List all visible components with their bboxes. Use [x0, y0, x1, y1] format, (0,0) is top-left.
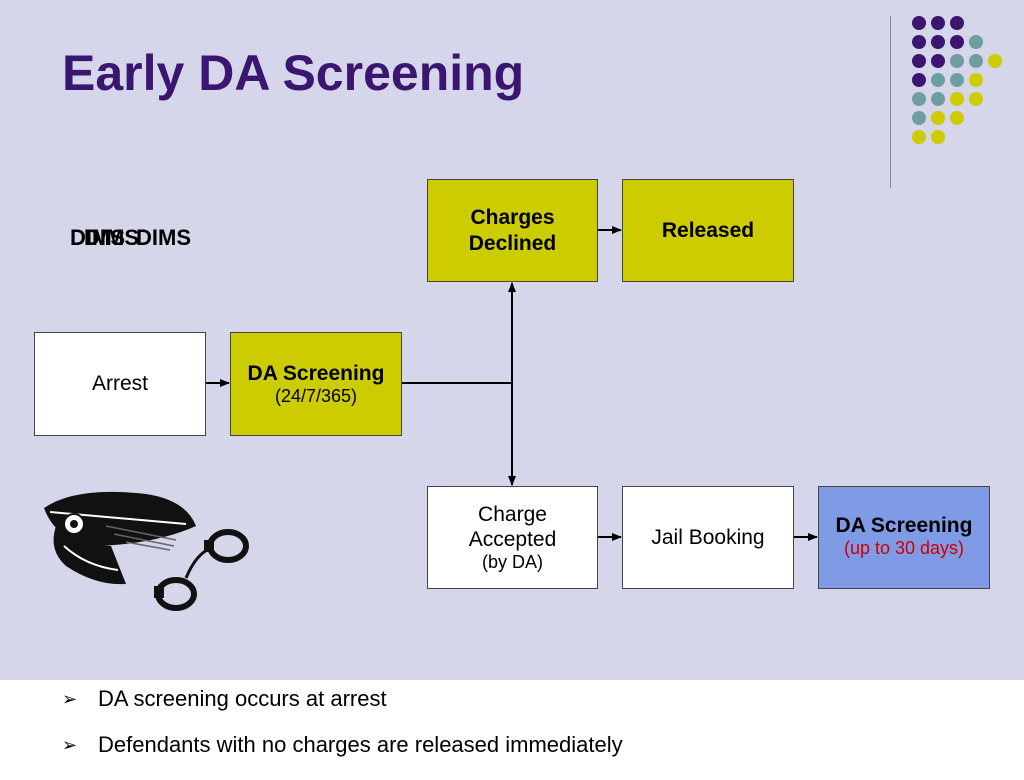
da-screening-title: DA Screening	[247, 361, 385, 385]
charges-declined-label: Charges Declined	[468, 206, 557, 255]
decorative-dot	[969, 54, 983, 68]
decorative-dot	[950, 35, 964, 49]
decorative-dot	[969, 92, 983, 106]
decorative-dot	[912, 73, 926, 87]
overlap-text-2: DIMS	[84, 225, 139, 250]
decorative-dot	[912, 35, 926, 49]
da-screening-later-box: DA Screening (up to 30 days)	[818, 486, 990, 589]
decorative-dot	[950, 16, 964, 30]
decorative-dot	[950, 92, 964, 106]
handcuffs-icon	[154, 529, 249, 611]
jail-booking-box: Jail Booking	[622, 486, 794, 589]
arrest-box: Arrest	[34, 332, 206, 436]
charge-accepted-line2: Accepted	[468, 527, 557, 551]
decorative-dot	[950, 111, 964, 125]
charge-accepted-sub: (by DA)	[481, 551, 543, 572]
bullet-text: Defendants with no charges are released …	[98, 732, 623, 757]
arrest-label: Arrest	[91, 372, 148, 396]
flow-connectors	[206, 226, 818, 541]
decorative-dot	[969, 35, 983, 49]
bullet-item: ➢ DA screening occurs at arrest	[62, 686, 623, 711]
decorative-dot	[931, 111, 945, 125]
decorative-dot	[988, 54, 1002, 68]
decorative-dots	[912, 16, 1002, 144]
divider-line	[890, 16, 891, 188]
decorative-dot	[969, 73, 983, 87]
decorative-dot	[931, 92, 945, 106]
police-cap-handcuffs-clipart	[44, 491, 249, 611]
decorative-dot	[950, 54, 964, 68]
slide-background: Early DA Screening DIMS DIMS DIMS Arrest…	[0, 0, 1024, 680]
overlap-text-1: DIMS	[70, 225, 125, 250]
released-label: Released	[661, 219, 755, 242]
decorative-dot	[931, 54, 945, 68]
slide-title: Early DA Screening	[62, 45, 525, 101]
charges-declined-box: Charges Declined	[427, 179, 598, 282]
decorative-dot	[912, 111, 926, 125]
bullet-item: ➢ Defendants with no charges are release…	[62, 732, 623, 757]
overlap-text-3: DIMS	[136, 225, 191, 250]
bullet-list: ➢ DA screening occurs at arrest ➢ Defend…	[62, 686, 623, 780]
decorative-dot	[931, 130, 945, 144]
jail-booking-label: Jail Booking	[651, 525, 765, 549]
charge-accepted-box: Charge Accepted (by DA)	[427, 486, 598, 589]
charge-accepted-line1: Charge	[478, 502, 547, 526]
da-screening-later-sub: (up to 30 days)	[843, 538, 965, 559]
decorative-dot	[950, 73, 964, 87]
decorative-dot	[912, 16, 926, 30]
decorative-dot	[931, 35, 945, 49]
decorative-dot	[912, 92, 926, 106]
bullet-arrow-icon: ➢	[62, 734, 78, 755]
decorative-dot	[912, 130, 926, 144]
police-cap-icon	[44, 491, 196, 585]
decorative-dot	[912, 54, 926, 68]
decorative-dot	[931, 73, 945, 87]
da-screening-box: DA Screening (24/7/365)	[230, 332, 402, 436]
decorative-dot	[931, 16, 945, 30]
da-screening-sub: (24/7/365)	[274, 385, 358, 406]
bullet-text: DA screening occurs at arrest	[98, 686, 387, 711]
released-box: Released	[622, 179, 794, 282]
da-screening-later-title: DA Screening	[835, 514, 973, 537]
bullet-arrow-icon: ➢	[62, 688, 78, 709]
